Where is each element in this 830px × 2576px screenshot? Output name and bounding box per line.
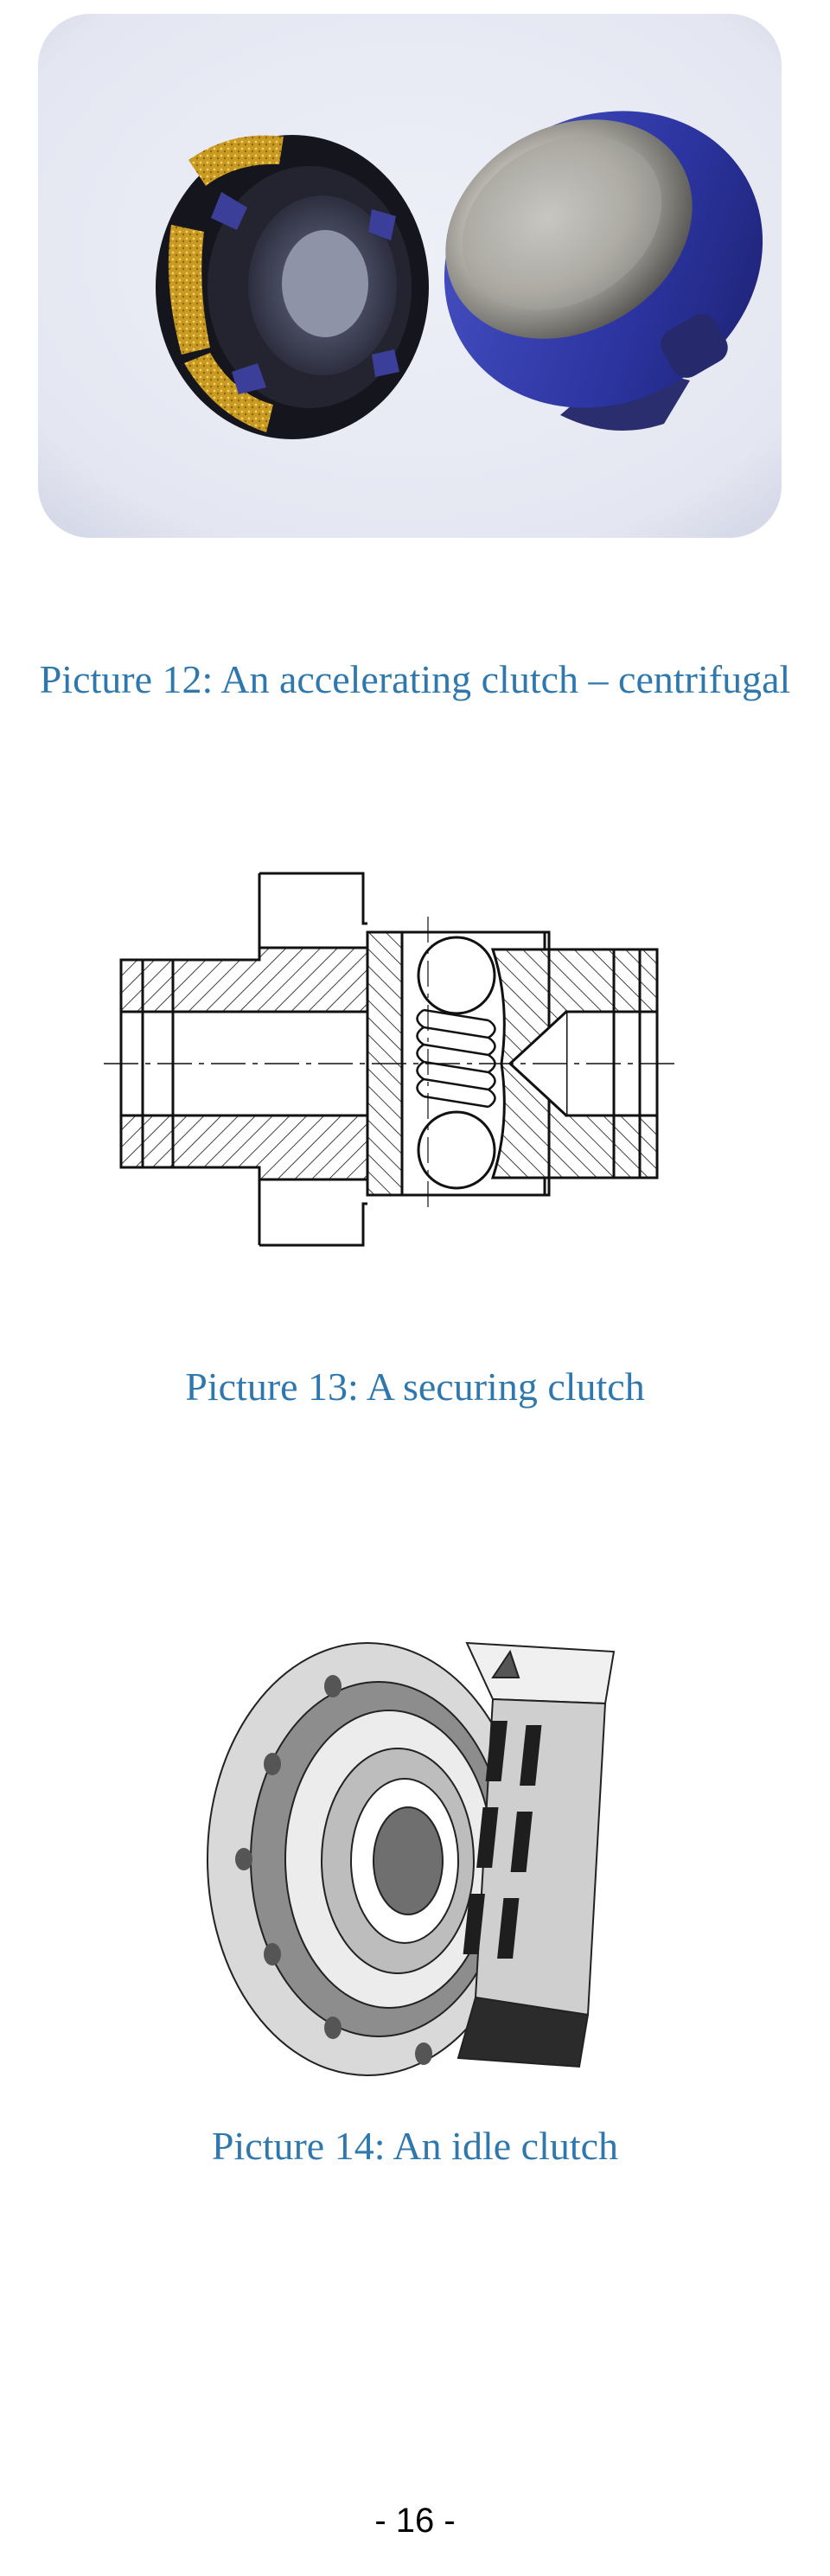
figure-caption: Picture 13: A securing clutch [185,1365,645,1409]
figure-idle-clutch-illustration [182,1548,631,2110]
clutch-drum-cup [444,111,763,431]
figure-securing-clutch-drawing [95,865,683,1262]
figure-caption: Picture 14: An idle clutch [211,2124,619,2168]
centrifugal-clutch-image [38,14,782,538]
idle-clutch-illustration [207,1641,616,2076]
figure-centrifugal-clutch-photo [33,9,787,543]
figure-caption: Picture 12: An accelerating clutch – cen… [39,657,791,701]
page-number: - 16 - [374,2502,456,2540]
securing-clutch-drawing [104,872,679,1247]
clutch-rotor [156,135,429,439]
